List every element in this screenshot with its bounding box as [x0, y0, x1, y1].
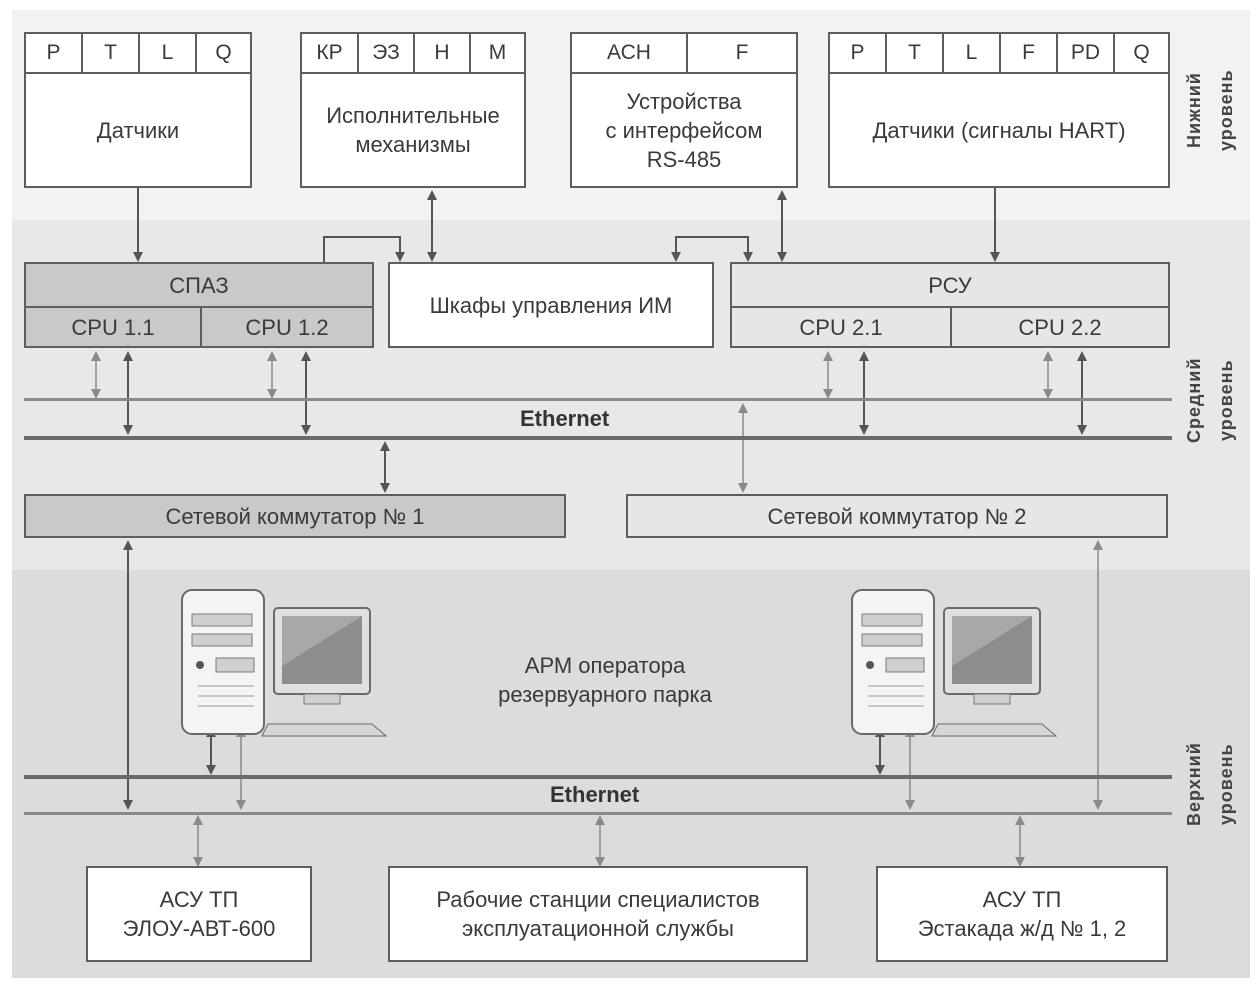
- actuator-cell: КР: [302, 34, 359, 72]
- hart-cell: Q: [1133, 41, 1150, 64]
- ethernet-bus-upper-bottom: [24, 812, 1172, 815]
- actuators-box: КР ЭЗ Н М Исполнительные механизмы: [300, 32, 526, 188]
- hart-label: Датчики (сигналы HART): [872, 117, 1126, 143]
- rsu-title: РСУ: [928, 272, 972, 298]
- sensor-cell: Q: [215, 41, 232, 64]
- workstation-computer-icon: [181, 589, 388, 737]
- rs485-label: Устройства с интерфейсом RS-485: [605, 88, 763, 172]
- cpu-1-2: CPU 1.2: [245, 314, 329, 340]
- hart-cell: F: [1001, 34, 1058, 72]
- lower-level-label: Нижний уровень: [1184, 69, 1236, 151]
- actuator-cell: М: [488, 41, 507, 64]
- ethernet-bus-upper-top: [24, 775, 1172, 779]
- switch1-label: Сетевой коммутатор № 1: [165, 503, 425, 529]
- ethernet-label-middle: Ethernet: [520, 406, 610, 431]
- sensor-cell: L: [140, 34, 197, 72]
- hart-cell: P: [830, 34, 887, 72]
- middle-level-label: Средний уровень: [1184, 357, 1236, 443]
- asu-tp-estakada-label: АСУ ТП Эстакада ж/д № 1, 2: [917, 887, 1127, 941]
- ethernet-bus-middle-bottom: [24, 436, 1172, 440]
- cpu-2-1: CPU 2.1: [732, 308, 952, 346]
- operator-workstation-label: АРМ оператора резервуарного парка: [498, 653, 712, 707]
- hart-cell: T: [887, 34, 944, 72]
- hart-sensors-box: P T L F PD Q Датчики (сигналы HART): [828, 32, 1170, 188]
- hart-cell: L: [944, 34, 1001, 72]
- spaz-to-cabinets-line: [323, 236, 405, 262]
- cabinets-label: Шкафы управления ИМ: [429, 292, 673, 318]
- rsu-box: РСУ CPU 2.1 CPU 2.2: [730, 262, 1170, 348]
- asu-tp-elou-label: АСУ ТП ЭЛОУ-АВТ-600: [122, 887, 276, 941]
- actuator-cell: ЭЗ: [359, 34, 415, 72]
- rs485-cell: АСН: [572, 34, 688, 72]
- ethernet-label-upper: Ethernet: [550, 782, 640, 807]
- rs485-devices-box: АСН F Устройства с интерфейсом RS-485: [570, 32, 798, 188]
- sensor-cell: P: [26, 34, 83, 72]
- network-switch-1: Сетевой коммутатор № 1: [24, 494, 566, 538]
- cabinets-rsu-line: [671, 236, 753, 262]
- upper-level-label: Верхний уровень: [1184, 742, 1236, 826]
- actuator-cell: Н: [415, 34, 471, 72]
- im-control-cabinets-box: Шкафы управления ИМ: [388, 262, 714, 348]
- spaz-box: СПАЗ CPU 1.1 CPU 1.2: [24, 262, 374, 348]
- workstation-computer-icon: [851, 589, 1058, 737]
- sensors-label: Датчики: [96, 117, 180, 143]
- hart-cell: PD: [1058, 34, 1115, 72]
- network-switch-2: Сетевой коммутатор № 2: [626, 494, 1168, 538]
- cpu-1-1: CPU 1.1: [26, 308, 202, 346]
- sensors-box: P T L Q Датчики: [24, 32, 252, 188]
- sensor-cell: T: [83, 34, 140, 72]
- specialists-workstations-label: Рабочие станции специалистов эксплуатаци…: [436, 887, 760, 941]
- asu-tp-elou-box: АСУ ТП ЭЛОУ-АВТ-600: [86, 866, 312, 962]
- asu-tp-estakada-box: АСУ ТП Эстакада ж/д № 1, 2: [876, 866, 1168, 962]
- cpu-2-2: CPU 2.2: [1018, 314, 1102, 340]
- specialists-workstations-box: Рабочие станции специалистов эксплуатаци…: [388, 866, 808, 962]
- ethernet-bus-middle-top: [24, 398, 1172, 401]
- actuators-label: Исполнительные механизмы: [326, 103, 500, 157]
- switch2-label: Сетевой коммутатор № 2: [767, 503, 1027, 529]
- rs485-cell: F: [735, 41, 749, 64]
- spaz-title: СПАЗ: [169, 272, 229, 298]
